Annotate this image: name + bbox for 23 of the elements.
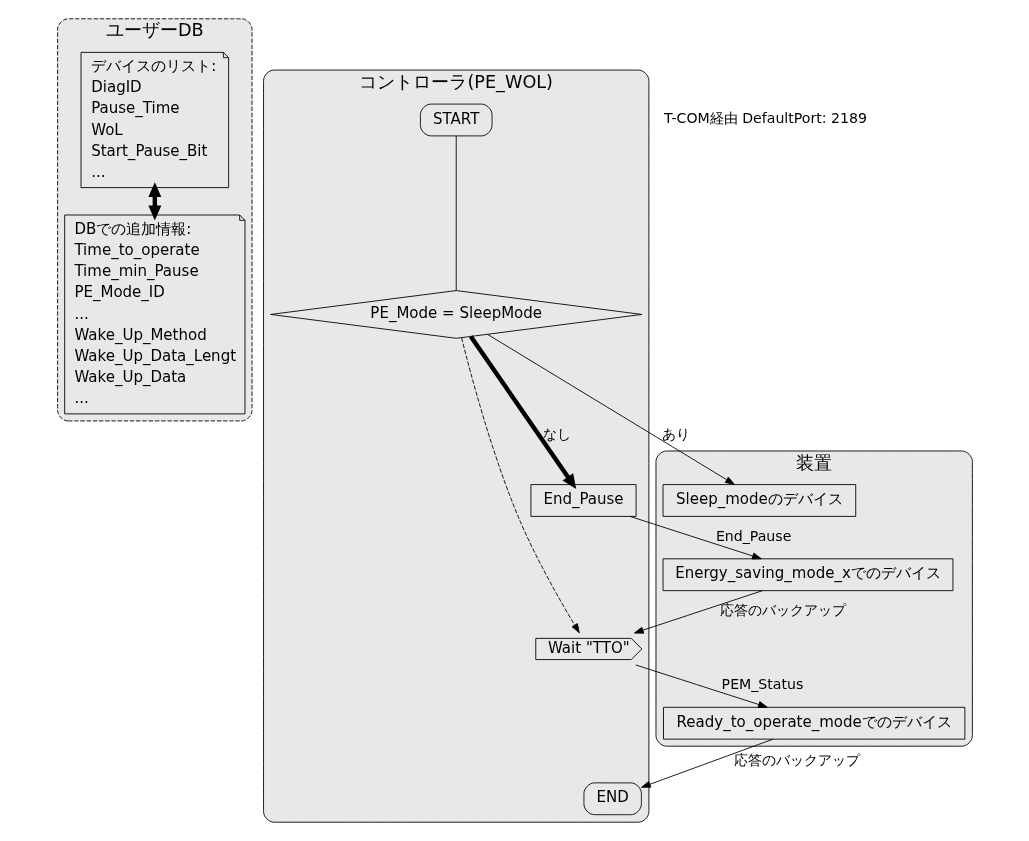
edge-label: PEM_Status [721, 676, 803, 693]
connector [455, 135, 457, 291]
arrow [634, 664, 768, 708]
arrow [147, 182, 161, 221]
arrow [486, 333, 735, 485]
label: T-COM経由 DefaultPort: 2189 [663, 110, 867, 127]
arrow [640, 738, 773, 788]
arrow [633, 590, 763, 634]
node-diamond: PE_Mode = SleepMode [269, 290, 642, 339]
node-box: START [419, 103, 492, 137]
node-box: END [583, 782, 642, 816]
edge-label: 応答のバックアップ [733, 751, 860, 768]
arrow [468, 335, 576, 490]
arrow [629, 516, 762, 560]
node-box: End_Pause [529, 484, 637, 517]
edge-label: 応答のバックアップ [719, 602, 846, 619]
edge-label: End_Pause [715, 527, 791, 544]
edge-label: あり [661, 426, 690, 443]
node-box: Sleep_modeのデバイス [662, 484, 856, 517]
edge-label: なし [542, 426, 571, 443]
arrow [460, 337, 580, 634]
node-box: Energy_saving_mode_xでのデバイス [662, 558, 953, 592]
node-box: Ready_to_operate_modeでのデバイス [662, 706, 965, 740]
